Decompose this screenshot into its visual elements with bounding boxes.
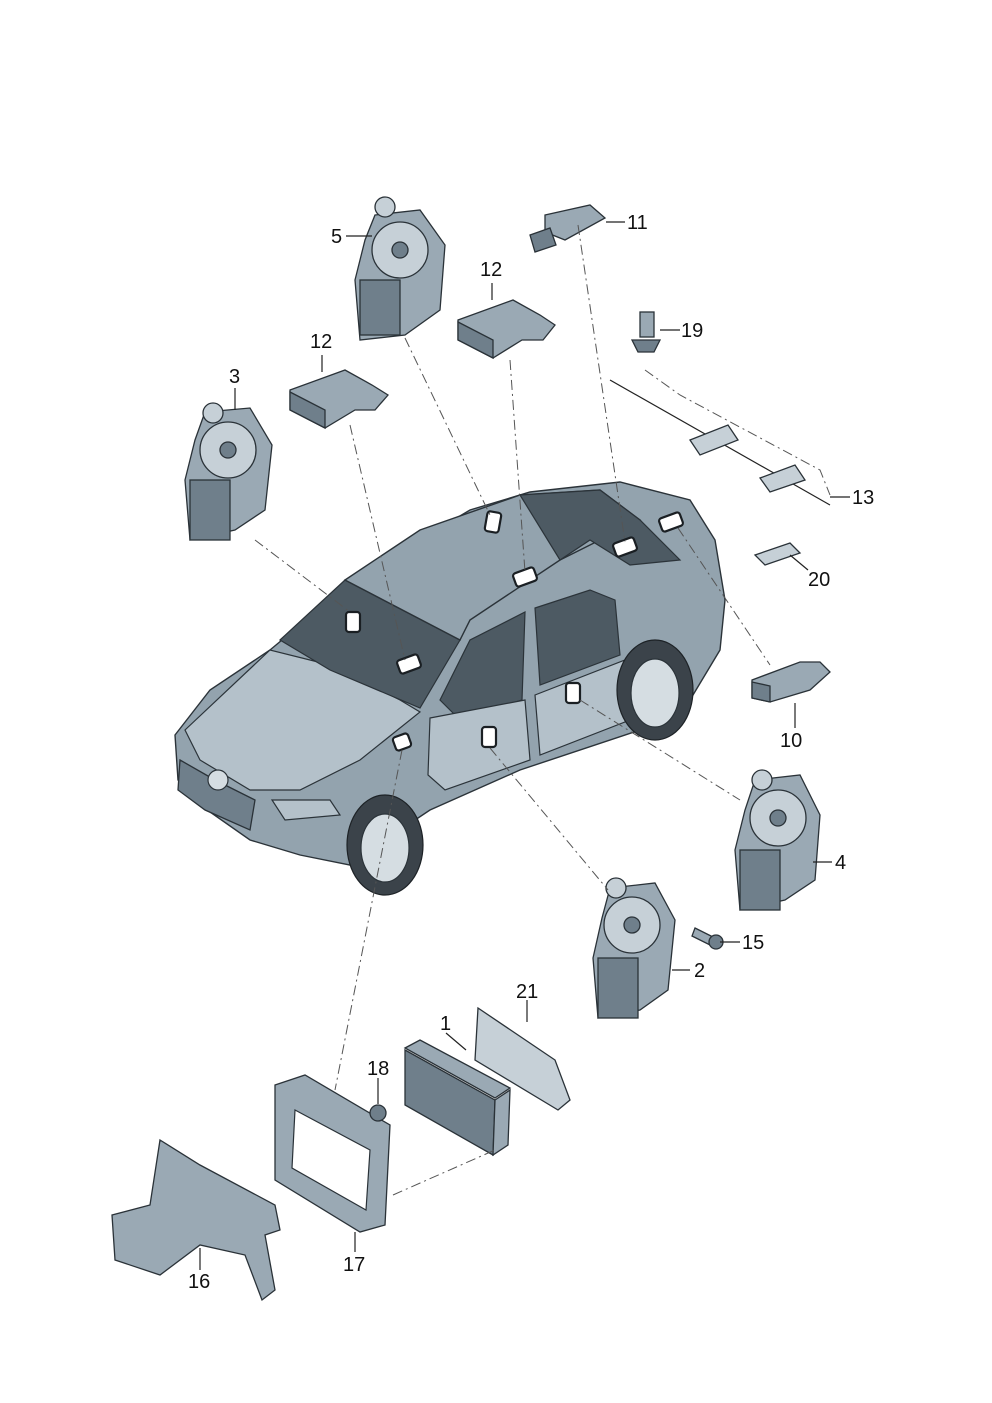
control-unit-12-left (289, 369, 389, 430)
callout-16: 16 (188, 1271, 210, 1293)
bracket-16 (111, 1138, 281, 1302)
window-motor-5 (354, 196, 446, 341)
callout-19: 19 (681, 320, 703, 342)
callout-13: 13 (852, 487, 874, 509)
callout-12-left: 12 (310, 331, 332, 353)
callout-1: 1 (440, 1013, 451, 1035)
callout-20: 20 (808, 569, 830, 591)
callout-15: 15 (742, 932, 764, 954)
callout-2: 2 (694, 960, 705, 982)
window-motor-3 (184, 402, 273, 541)
callout-11: 11 (627, 212, 648, 234)
callout-21: 21 (516, 981, 538, 1003)
callout-17: 18 (367, 1058, 389, 1080)
sensor-11 (529, 204, 607, 253)
callout-3: 3 (229, 366, 240, 388)
bolt-15 (691, 927, 724, 950)
control-unit-12-right (457, 299, 556, 360)
window-motor-4 (734, 769, 821, 911)
control-module-1 (403, 1039, 512, 1157)
control-module-21 (474, 1006, 571, 1111)
location-lines (254, 224, 771, 1196)
callout-12-right: 12 (480, 259, 502, 281)
callout-4: 4 (835, 852, 846, 874)
nut-17 (369, 1104, 387, 1122)
sensor-10 (751, 661, 831, 703)
callout-labels: 5 11 12 12 3 19 13 20 10 4 15 2 21 1 18 … (188, 212, 874, 1293)
callout-18: 17 (343, 1254, 365, 1276)
window-motor-2 (592, 877, 676, 1019)
callout-5: 5 (331, 226, 342, 248)
callout-leaders (199, 221, 850, 1270)
callout-10: 10 (780, 730, 802, 752)
antenna-cable-13 (609, 369, 831, 566)
clip-19 (630, 311, 662, 353)
bracket-18 (274, 1074, 391, 1233)
car-illustration (174, 481, 726, 896)
